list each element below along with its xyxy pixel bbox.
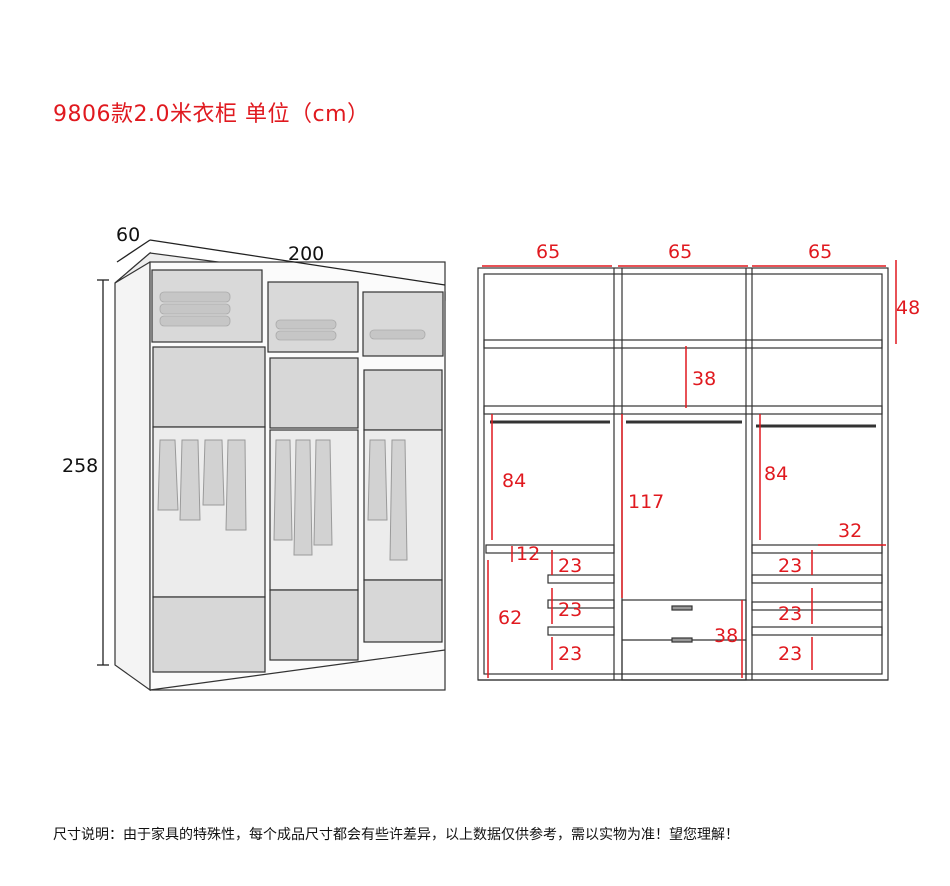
left-drawer-a: 23 <box>558 555 582 577</box>
right-drawer-b: 23 <box>778 603 802 625</box>
short-rail-gap: 12 <box>516 543 540 565</box>
section-width-right: 65 <box>808 241 832 263</box>
center-drawers-height: 38 <box>714 625 738 647</box>
depth-label: 60 <box>116 224 140 246</box>
upper-shelf-height: 48 <box>896 297 920 319</box>
elevation-dimension-lines <box>482 260 897 678</box>
section-width-left: 65 <box>536 241 560 263</box>
right-drawer-a: 23 <box>778 555 802 577</box>
left-drawer-b: 23 <box>558 599 582 621</box>
bottom-left-height: 62 <box>498 607 522 629</box>
perspective-dimension-lines <box>97 239 446 666</box>
wardrobe-elevation <box>477 267 889 681</box>
right-drawer-c: 23 <box>778 643 802 665</box>
left-hang-height: 84 <box>502 470 526 492</box>
left-drawer-c: 23 <box>558 643 582 665</box>
right-ledge-width: 32 <box>838 520 862 542</box>
center-hang-height: 117 <box>628 491 664 513</box>
height-label: 258 <box>62 455 98 477</box>
width-label: 200 <box>288 243 324 265</box>
center-shelf-height: 38 <box>692 368 716 390</box>
size-disclaimer: 尺寸说明：由于家具的特殊性，每个成品尺寸都会有些许差异，以上数据仅供参考，需以实… <box>53 827 739 843</box>
right-hang-height: 84 <box>764 463 788 485</box>
wardrobe-perspective <box>114 251 446 692</box>
page-title: 9806款2.0米衣柜 单位（cm） <box>53 102 370 127</box>
section-width-middle: 65 <box>668 241 692 263</box>
